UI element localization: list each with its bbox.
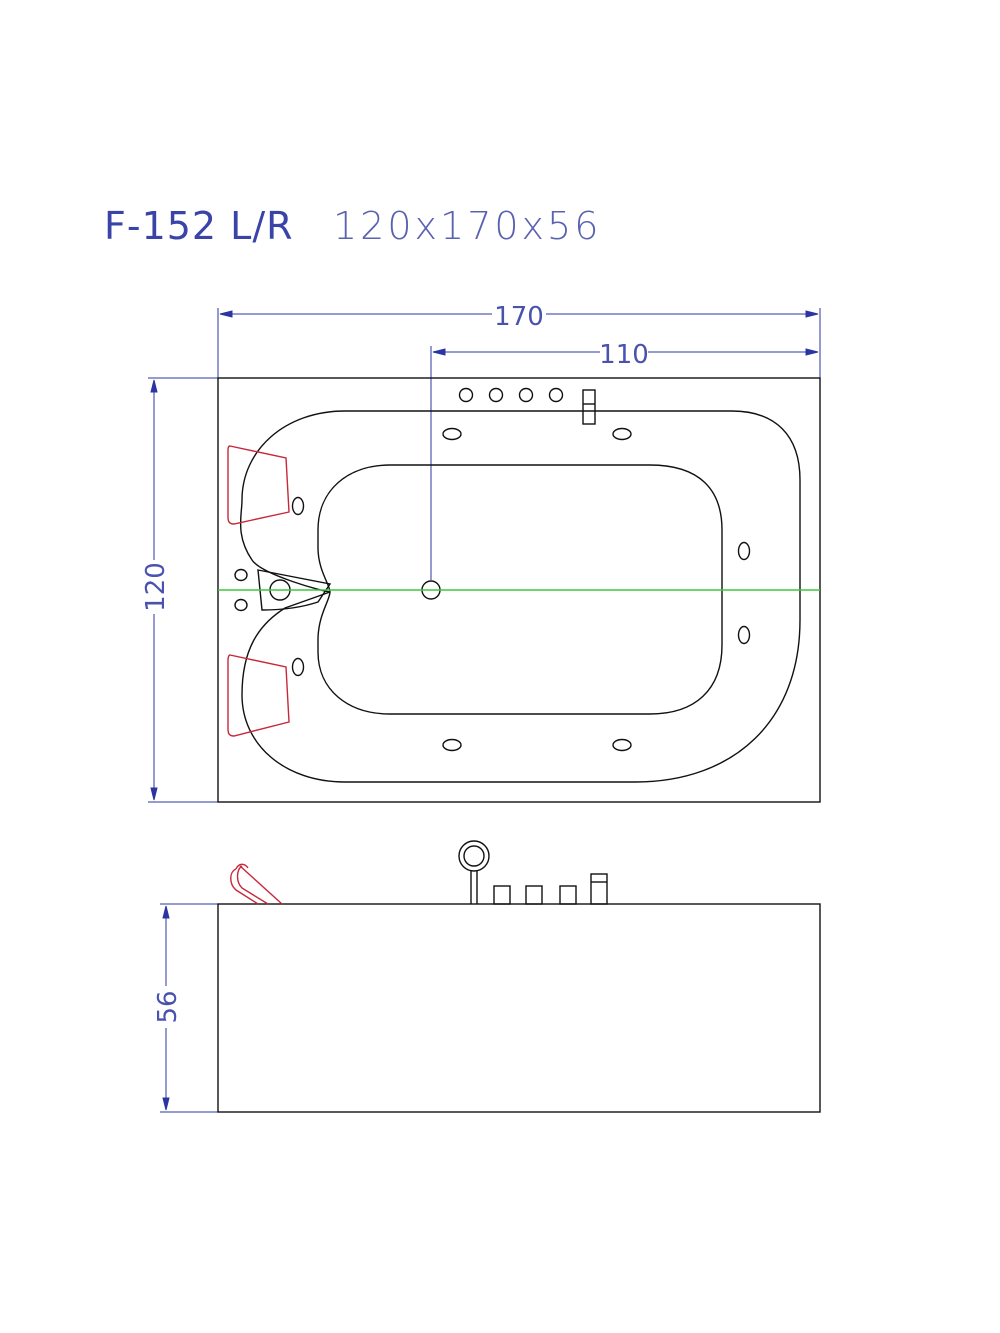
length-dimension: [217, 308, 821, 378]
length-dimension-label: 170: [494, 302, 544, 332]
side-view: [217, 840, 821, 1113]
control-knob-4: [548, 387, 564, 403]
control-knob-3: [518, 387, 534, 403]
jet-bottom-right: [612, 738, 632, 752]
jet-back-lower: [291, 657, 305, 677]
jet-right-lower: [737, 625, 751, 645]
faucet-spout: [582, 389, 596, 425]
side-control-2: [525, 885, 543, 905]
side-spout: [590, 873, 608, 905]
jet-top-left: [442, 427, 462, 441]
hand-shower-head: [458, 840, 490, 872]
jet-top-right: [612, 427, 632, 441]
headrests: [227, 445, 290, 737]
air-button-lower: [234, 598, 248, 612]
jet-back-upper: [291, 496, 305, 516]
overflow-recess: [257, 569, 332, 611]
headrest-upper: [227, 445, 290, 525]
control-knob-2: [488, 387, 504, 403]
jet-right-upper: [737, 541, 751, 561]
side-control-3: [559, 885, 577, 905]
side-view-outline: [217, 903, 821, 1113]
tub-basin: [317, 464, 723, 715]
drain-offset-dimension: [430, 346, 821, 580]
width-dimension-label: 120: [141, 562, 171, 612]
height-dimension: [160, 903, 218, 1113]
headrest-lower: [227, 654, 290, 737]
width-dimension: [148, 377, 218, 803]
air-button-upper: [234, 568, 248, 582]
control-knob-1: [458, 387, 474, 403]
side-control-1: [493, 885, 511, 905]
overall-dimensions-title: 120x170x56: [333, 204, 602, 248]
side-headrest: [230, 863, 283, 905]
hand-shower-inner: [463, 845, 485, 867]
model-title: F-152 L/R: [104, 204, 294, 248]
jet-bottom-left: [442, 738, 462, 752]
drain-offset-dimension-label: 110: [599, 340, 649, 370]
tub-rim: [239, 410, 801, 783]
height-dimension-label: 56: [153, 990, 183, 1023]
